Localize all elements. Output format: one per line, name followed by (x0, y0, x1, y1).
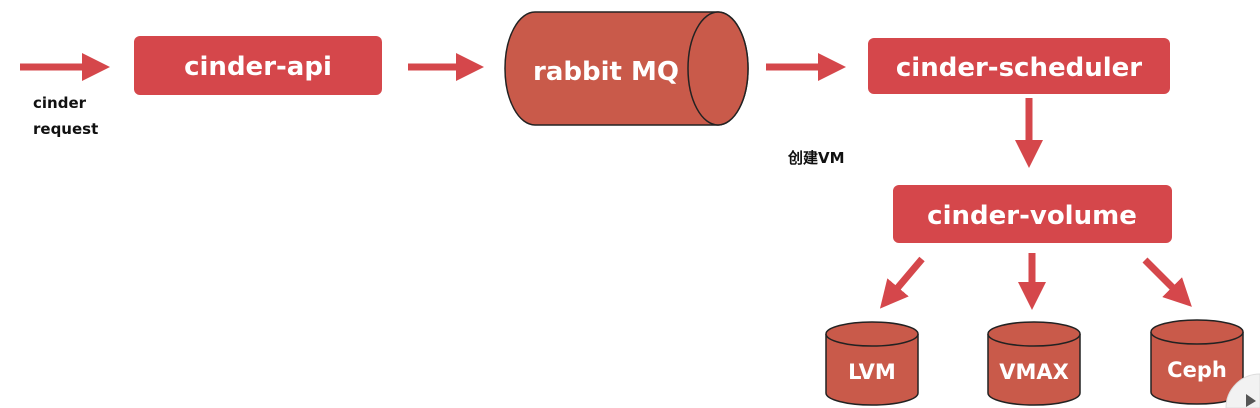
cinder-volume-node: cinder-volume (893, 185, 1172, 243)
backend-lvm-label: LVM (848, 360, 896, 384)
cinder-scheduler-node: cinder-scheduler (868, 38, 1170, 94)
backend-vmax-label: VMAX (999, 360, 1069, 384)
cinder-api-label: cinder-api (184, 52, 332, 82)
backend-vmax: VMAX (987, 321, 1081, 406)
create-vm-label: 创建VM (787, 149, 845, 167)
backend-ceph: Ceph (1150, 319, 1244, 405)
cinder-api-node: cinder-api (134, 36, 382, 95)
rabbit-mq-label: rabbit MQ (533, 57, 679, 87)
request-label-line1: cinder (33, 94, 87, 112)
cinder-volume-label: cinder-volume (927, 201, 1137, 231)
cinder-scheduler-label: cinder-scheduler (896, 53, 1142, 83)
backend-ceph-label: Ceph (1167, 358, 1227, 382)
backend-lvm: LVM (825, 321, 919, 406)
play-icon (1246, 394, 1256, 407)
rabbit-mq-node: rabbit MQ (504, 11, 749, 126)
arrow-volume-to-lvm (879, 256, 925, 309)
request-label-line2: request (33, 120, 98, 138)
arrow-volume-to-ceph (1142, 257, 1192, 307)
